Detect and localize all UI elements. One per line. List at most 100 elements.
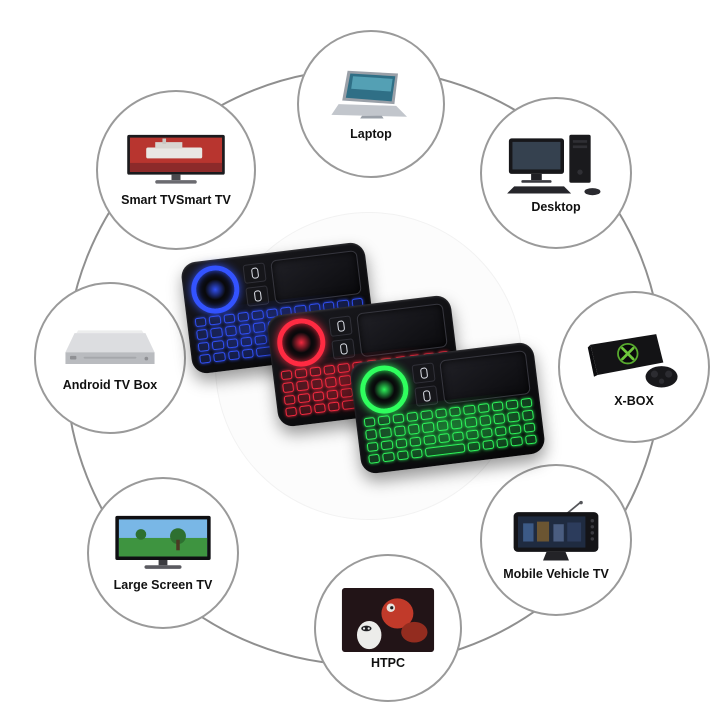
- keyboard-key: [380, 439, 394, 451]
- node-label: HTPC: [370, 655, 406, 670]
- keyboard-key: [494, 425, 508, 437]
- keyboard-key: [309, 366, 322, 377]
- touchpad: [270, 250, 362, 305]
- keyboard-key: [478, 415, 492, 426]
- keyboard-key: [450, 418, 463, 430]
- keyboard-key: [282, 382, 295, 393]
- keyboard-key: [423, 434, 436, 445]
- mouse-right-key-icon: [414, 385, 439, 407]
- keyboard-key: [422, 422, 435, 433]
- keyboard-key: [327, 401, 341, 412]
- keyboard-key: [199, 353, 212, 364]
- node-mobile-vehicle-tv: Mobile Vehicle TV: [480, 464, 632, 616]
- keyboard-key: [463, 404, 476, 416]
- keyboard-key: [451, 430, 465, 442]
- keyboard-key: [241, 348, 255, 359]
- keyboard-key: [521, 409, 534, 421]
- keyboard-key: [466, 429, 479, 440]
- keyboard-key: [337, 362, 350, 374]
- node-label: Large Screen TV: [113, 577, 213, 592]
- keyboard-key: [237, 311, 250, 323]
- keyboard-key: [425, 442, 466, 457]
- xbox-icon: [587, 333, 678, 388]
- keyboard-key: [285, 406, 298, 417]
- node-smart-tv: Smart TVSmart TV: [96, 90, 256, 250]
- function-keys: [411, 362, 439, 407]
- keyboard-key: [510, 435, 523, 447]
- keyboard-key: [524, 434, 537, 445]
- mobile-vehicle-tv-icon: [513, 500, 599, 561]
- keyboard-key: [197, 341, 210, 352]
- keyboard-key: [437, 432, 451, 444]
- keyboard-key: [254, 334, 267, 345]
- keyboard-key: [310, 378, 323, 390]
- keyboard-key: [496, 437, 509, 449]
- keyboard-key: [507, 411, 520, 423]
- keyboard-key: [253, 322, 266, 333]
- large-screen-tv-icon: [115, 515, 211, 569]
- keyboard-key: [434, 408, 448, 419]
- keyboard-key: [491, 401, 505, 412]
- function-keys: [242, 262, 270, 307]
- keyboard-key: [313, 402, 326, 414]
- keyboard-key: [213, 351, 226, 363]
- keyboard-key: [240, 335, 253, 347]
- keyboard-key: [323, 364, 336, 376]
- keyboard-key: [223, 313, 236, 324]
- keyboard-key: [393, 425, 406, 437]
- node-label: Mobile Vehicle TV: [503, 566, 609, 581]
- keyboard-key: [395, 437, 408, 449]
- dpad-icon: [274, 315, 329, 370]
- keyboard-key: [409, 435, 422, 447]
- keyboard-key: [379, 427, 392, 438]
- node-laptop: Laptop: [297, 30, 445, 178]
- keyboard-key: [368, 453, 381, 464]
- keyboard-key: [210, 327, 223, 338]
- keyboard-key: [520, 397, 533, 409]
- keyboard-key: [523, 422, 536, 433]
- android-tv-box-icon: [65, 330, 155, 365]
- keyboard-key: [396, 449, 409, 461]
- keyboard-key: [392, 413, 405, 424]
- keyboard-key: [365, 429, 378, 440]
- keyboard-key: [407, 423, 421, 435]
- htpc-icon: [341, 587, 435, 652]
- keyboard-key: [208, 315, 222, 326]
- mouse-right-key-icon: [331, 338, 356, 360]
- keyboard-key: [294, 368, 308, 379]
- node-label: Desktop: [531, 199, 581, 214]
- node-label: Android TV Box: [62, 378, 158, 393]
- node-label: Laptop: [350, 126, 392, 141]
- keyboard-key: [196, 329, 209, 340]
- keyboard-key: [226, 337, 239, 349]
- mouse-right-key-icon: [245, 285, 270, 307]
- dpad-icon: [188, 262, 243, 317]
- keyboard-key: [283, 394, 296, 405]
- keyboard-key: [280, 369, 294, 381]
- laptop-icon: [331, 70, 407, 119]
- keyboard-key: [505, 399, 519, 411]
- keyboard-key: [324, 376, 338, 388]
- touchpad: [439, 350, 531, 405]
- dpad-icon: [357, 362, 412, 417]
- keyboard-key: [448, 406, 462, 418]
- keyboard-key: [480, 427, 493, 438]
- touchpad: [356, 303, 448, 358]
- mouse-left-key-icon: [328, 315, 353, 337]
- node-android-tv-box: Android TV Box: [34, 282, 186, 434]
- mouse-left-key-icon: [242, 262, 267, 284]
- keyboard-key: [194, 316, 208, 328]
- mouse-left-key-icon: [411, 362, 436, 384]
- keyboard-key: [366, 441, 379, 452]
- keyboard-key: [477, 402, 490, 414]
- keyboard-key: [312, 390, 325, 402]
- keyboard-key: [251, 309, 264, 321]
- keyboard-key: [377, 415, 391, 426]
- keyboard-key: [326, 388, 339, 400]
- node-htpc: HTPC: [314, 554, 462, 702]
- keyboard-key: [238, 323, 252, 335]
- keyboard-key: [406, 411, 419, 423]
- keyboard-key: [467, 441, 481, 452]
- node-large-screen-tv: Large Screen TV: [87, 477, 239, 629]
- keyboard-key: [297, 392, 311, 404]
